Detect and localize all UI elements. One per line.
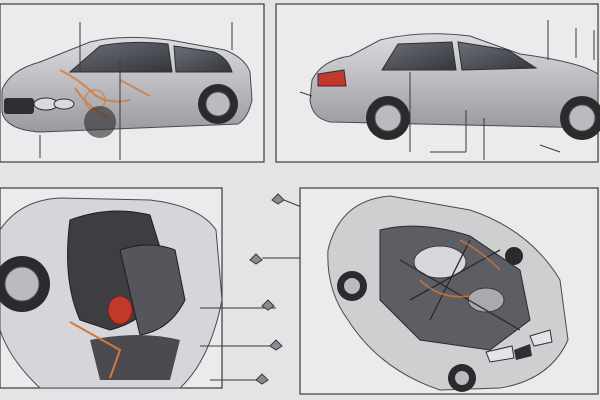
mirror [505, 247, 523, 265]
rim [455, 371, 469, 385]
front-grille [4, 98, 34, 114]
rim-front [568, 104, 596, 132]
callout-line [539, 144, 561, 153]
gearbox [467, 287, 505, 313]
headlight [485, 345, 515, 363]
panel-interior-cutaway [0, 187, 276, 389]
panel-rear-car [275, 3, 600, 163]
rim-rear [205, 91, 231, 117]
internal-wiring [419, 239, 501, 298]
headlight [529, 329, 553, 347]
rim [4, 266, 40, 302]
rim-rear [374, 104, 402, 132]
engine-block [413, 245, 467, 279]
headlight [53, 98, 75, 110]
pin-icon [269, 339, 283, 351]
side-window [381, 41, 457, 71]
pin-icon [261, 299, 275, 311]
front-window [457, 41, 538, 71]
seat-back [119, 244, 186, 336]
wheel-front [84, 106, 116, 138]
pin-icon [255, 373, 269, 385]
rim [344, 278, 360, 294]
callout-line [299, 91, 313, 97]
panel-exploded-car [299, 187, 599, 395]
rear-window [173, 45, 233, 73]
panel-front-car [0, 3, 265, 163]
red-component [107, 295, 133, 325]
pin-icon [249, 253, 263, 265]
side-window [68, 41, 173, 73]
pin-icon [271, 193, 285, 205]
brake-line [69, 321, 122, 379]
taillight [317, 69, 347, 87]
front-grille [514, 344, 532, 360]
frame-struts [399, 239, 521, 331]
